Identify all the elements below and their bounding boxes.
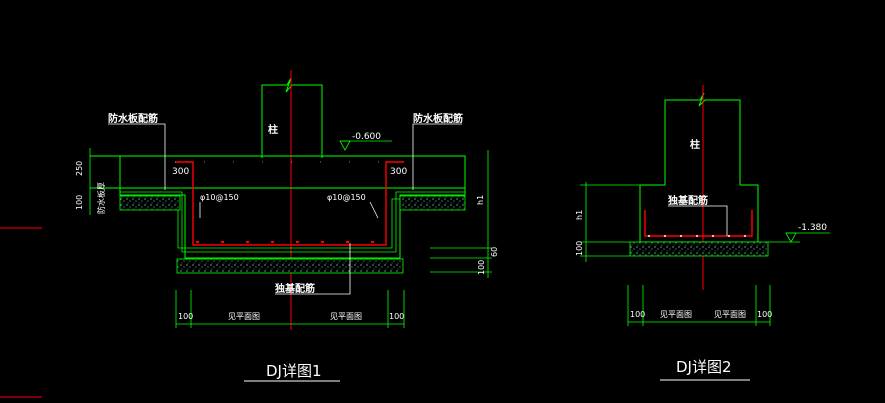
bottom-dim-1-mid-right: 见平面图 bbox=[330, 312, 362, 321]
dim-100-right: 100 bbox=[477, 260, 486, 275]
dim-100-2: 100 bbox=[575, 241, 584, 256]
column-outline-1 bbox=[261, 77, 323, 158]
concrete-base bbox=[176, 258, 404, 274]
leader-waterproof-left bbox=[108, 123, 166, 190]
waterproof-label-left: 防水板配筋 bbox=[108, 112, 158, 125]
bottom-dim-2-right: 100 bbox=[757, 310, 772, 319]
leader-base-rebar-2 bbox=[668, 205, 728, 236]
footing-outline bbox=[119, 188, 466, 259]
rebar-label-left: φ10@150 bbox=[200, 193, 239, 202]
detail-2: 柱 独基配筋 -1.380 h1 100 100 见平面图 见平面图 100 D… bbox=[575, 85, 830, 381]
leader-rebar-right bbox=[369, 201, 379, 219]
elevation-triangle-2 bbox=[785, 232, 797, 243]
base-rebar-label-1: 独基配筋 bbox=[275, 282, 315, 295]
column-label-2: 柱 bbox=[690, 138, 700, 151]
bottom-dim-1-left: 100 bbox=[178, 312, 193, 321]
column-label-1: 柱 bbox=[268, 123, 278, 136]
elevation-label-1: -0.600 bbox=[352, 132, 381, 142]
dim-100-left: 100 bbox=[75, 195, 84, 210]
dim-plate-thickness: 防水板厚 bbox=[96, 182, 106, 214]
concrete-pad-right bbox=[399, 195, 466, 211]
dim-h1-right: h1 bbox=[476, 195, 485, 205]
dim-250: 250 bbox=[75, 161, 84, 176]
detail-1: 柱 防水板配筋 防水板配筋 -0.600 300 300 φ10@150 φ10… bbox=[75, 70, 499, 382]
detail-title-2: DJ详图2 bbox=[676, 358, 732, 376]
bottom-dim-1-mid-left: 见平面图 bbox=[228, 312, 260, 321]
dim-60: 60 bbox=[490, 247, 499, 257]
offset-label-left: 300 bbox=[172, 167, 189, 177]
rebar-frame bbox=[175, 161, 404, 246]
bottom-dim-2-left: 100 bbox=[630, 310, 645, 319]
footing2-outline bbox=[639, 184, 759, 243]
footing-inner-1 bbox=[120, 191, 465, 253]
bottom-dim-1-right: 100 bbox=[389, 312, 404, 321]
leader-waterproof-right bbox=[412, 123, 462, 190]
concrete-base-2 bbox=[629, 241, 769, 257]
bottom-dim-2-mid-left: 见平面图 bbox=[660, 310, 692, 319]
dim-h1-2: h1 bbox=[575, 210, 584, 220]
waterproof-label-right: 防水板配筋 bbox=[413, 112, 463, 125]
rebar-frame-2 bbox=[644, 210, 753, 237]
elevation-triangle-1 bbox=[339, 140, 351, 151]
rebar-label-right: φ10@150 bbox=[327, 193, 366, 202]
leader-base-rebar-1 bbox=[275, 243, 351, 295]
base-rebar-label-2: 独基配筋 bbox=[668, 194, 708, 207]
offset-label-right: 300 bbox=[390, 167, 407, 177]
concrete-pad-left bbox=[119, 195, 181, 211]
detail-title-1: DJ详图1 bbox=[266, 362, 322, 380]
column-outline-2 bbox=[664, 92, 741, 185]
elevation-label-2: -1.380 bbox=[798, 223, 827, 233]
bottom-dim-2-mid-right: 见平面图 bbox=[714, 310, 746, 319]
